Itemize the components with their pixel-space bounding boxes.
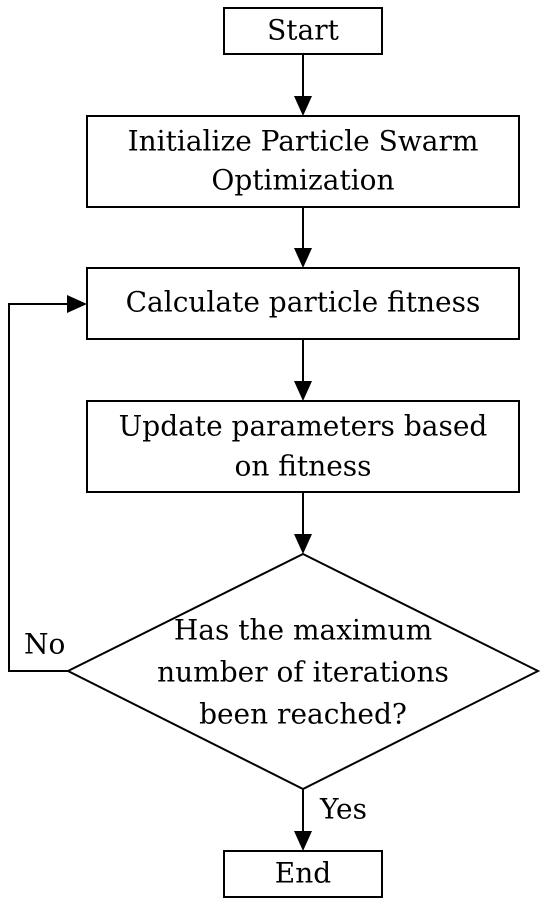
end-node: End: [223, 850, 383, 898]
end-label: End: [275, 857, 331, 890]
start-node: Start: [223, 7, 383, 55]
arrow-initialize-to-calculate: [294, 207, 312, 268]
decision-node: Has the maximum number of iterations bee…: [65, 552, 541, 791]
arrow-no-loop-to-calculate: [8, 295, 87, 672]
calculate-node: Calculate particle fitness: [86, 267, 520, 340]
update-label-line2: on fitness: [234, 450, 371, 483]
arrow-yes-to-end: [294, 789, 312, 851]
arrow-calculate-to-update: [294, 339, 312, 401]
initialize-label-line2: Optimization: [211, 164, 394, 197]
calculate-label: Calculate particle fitness: [126, 286, 481, 319]
initialize-label-line1: Initialize Particle Swarm: [128, 125, 479, 158]
yes-edge-label: Yes: [319, 793, 367, 826]
update-label-line1: Update parameters based: [119, 410, 488, 443]
start-label: Start: [267, 14, 340, 47]
no-edge-label: No: [24, 628, 65, 661]
decision-label-line1: Has the maximum: [174, 614, 432, 647]
initialize-node: Initialize Particle Swarm Optimization: [86, 115, 520, 208]
arrow-start-to-initialize: [294, 54, 312, 116]
arrow-update-to-decision: [294, 492, 312, 554]
update-node: Update parameters based on fitness: [86, 400, 520, 493]
decision-label-line2: number of iterations: [157, 656, 449, 689]
decision-label-line3: been reached?: [199, 698, 407, 731]
